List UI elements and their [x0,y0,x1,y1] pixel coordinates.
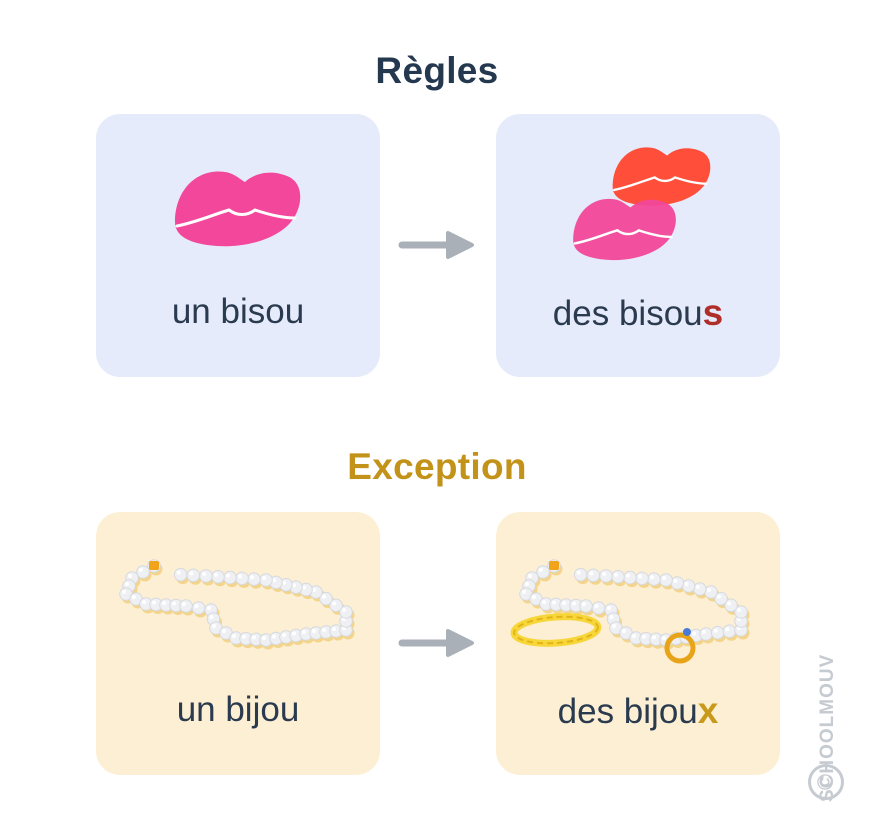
plural-suffix: x [697,690,719,731]
card-label: un bijou [176,690,300,729]
label-stem: des bijou [557,692,698,731]
schoolmouv-watermark: SCHOOLMOUV [817,654,838,802]
exception-heading: Exception [347,446,527,487]
card-rule-plural: des bisous [496,114,780,377]
jewelry-set-icon [510,559,750,664]
ring-icon [664,628,696,664]
card-label: un bisou [171,292,305,331]
card-exception-singular: un bijou [96,512,380,775]
lips-icon [175,171,301,247]
copyright-icon: © [808,764,844,800]
rules-heading: Règles [375,50,499,91]
card-label: des bijoux [496,690,780,732]
right-arrow-icon [398,629,474,657]
card-label: des bisous [496,292,780,334]
watermark-text: SCHOOLMOUV [817,654,838,802]
label-stem: des bisou [552,294,703,333]
card-exception-plural: des bijoux [496,512,780,775]
right-arrow-icon [398,231,474,259]
two-lips-icon [573,147,711,261]
pearl-necklace-icon [119,559,355,650]
card-rule-singular: un bisou [96,114,380,377]
plural-suffix: s [702,292,724,333]
